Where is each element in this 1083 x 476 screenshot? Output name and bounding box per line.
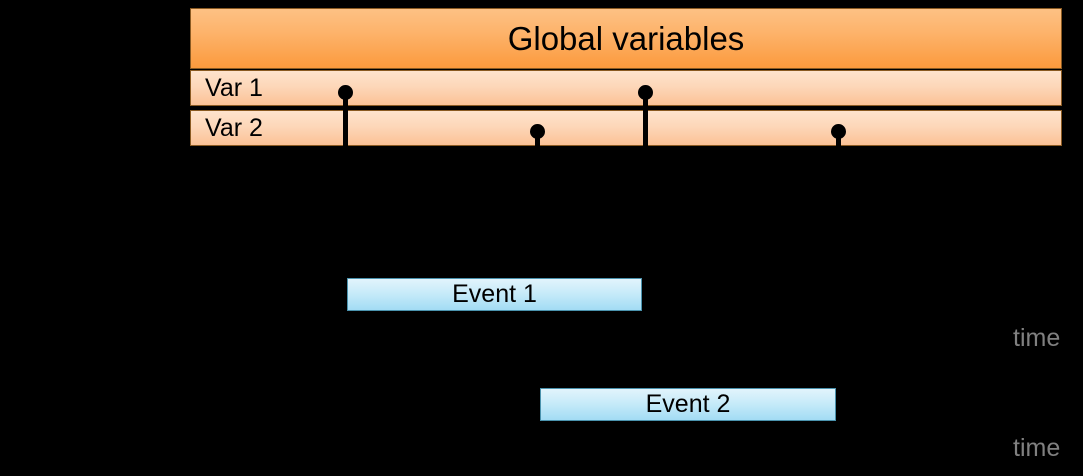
- global-variables-header: Global variables: [190, 8, 1062, 69]
- event-bar-1-label: Event 1: [452, 280, 537, 308]
- var2-marker-2-dot: [831, 124, 846, 139]
- time-axis-label-2: time: [1013, 434, 1061, 462]
- var1-marker-1-dot: [338, 85, 353, 100]
- var2-marker-2-stem: [836, 132, 841, 146]
- var2-marker-1-dot: [530, 124, 545, 139]
- var-row-1-label: Var 1: [205, 73, 263, 102]
- event-bar-1[interactable]: Event 1: [347, 278, 642, 311]
- var-row-2: Var 2: [190, 110, 1062, 146]
- event-bar-2-label: Event 2: [645, 390, 731, 418]
- event-bar-2[interactable]: Event 2: [540, 388, 836, 421]
- var2-marker-1-stem: [535, 132, 540, 146]
- time-axis-label-1: time: [1013, 324, 1061, 352]
- var1-marker-1-stem: [343, 92, 348, 146]
- var1-marker-2-dot: [638, 85, 653, 100]
- var1-marker-2-stem: [643, 92, 648, 146]
- global-variables-title: Global variables: [507, 19, 745, 57]
- var-row-2-label: Var 2: [205, 113, 263, 142]
- var-row-1: Var 1: [190, 70, 1062, 106]
